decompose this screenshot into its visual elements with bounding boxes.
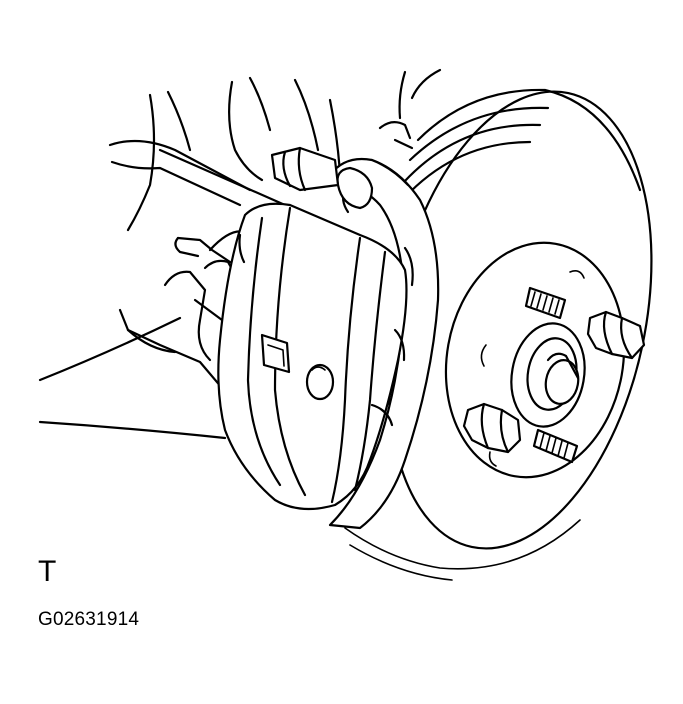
- hub-nut-right: [586, 310, 646, 360]
- brake-caliper: [217, 202, 414, 511]
- figure-code: G02631914: [38, 609, 140, 630]
- wheel-stud-lower: [532, 428, 579, 464]
- hub-nut-left: [462, 402, 522, 454]
- suspension-arm: [38, 68, 442, 440]
- wheel-stud-upper: [524, 286, 567, 320]
- caliper-bracket: [328, 157, 440, 530]
- steering-knuckle: [118, 230, 247, 390]
- caliper-slide-pin: [270, 121, 414, 192]
- torque-symbol: T: [38, 555, 57, 588]
